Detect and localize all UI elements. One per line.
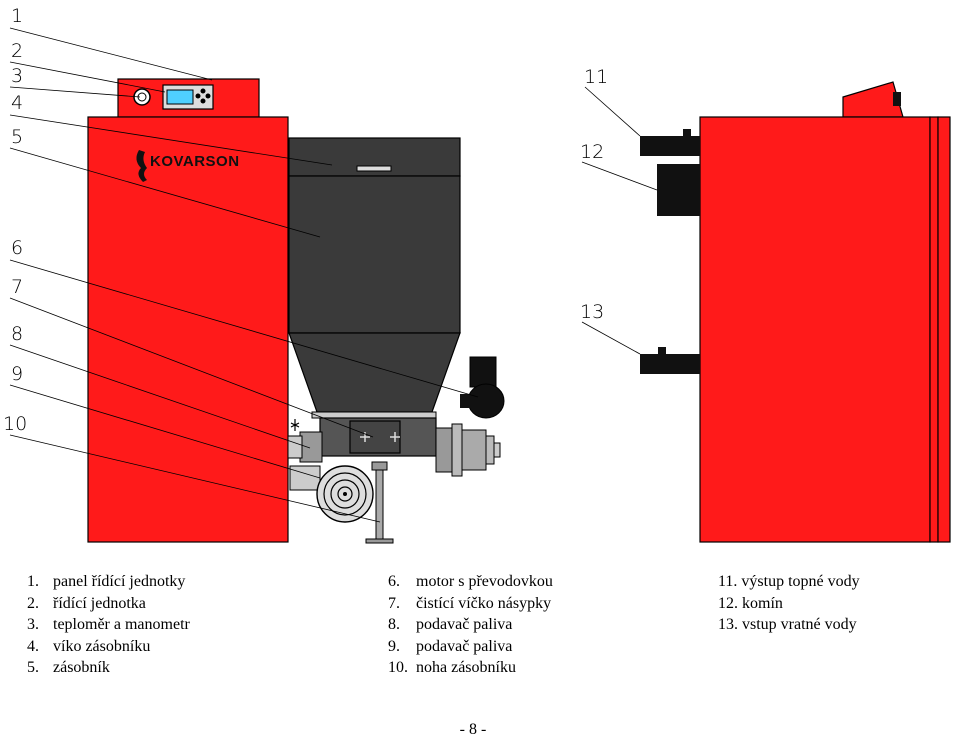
callout-2: 2 <box>11 40 23 62</box>
legend-item: 4.víko zásobníku <box>27 637 151 655</box>
hopper-leg <box>375 461 384 540</box>
boiler-technical-drawing: KOVARSON <box>3 5 951 544</box>
heating-water-outlet <box>640 136 700 156</box>
legend-item: 10.noha zásobníku <box>388 659 516 677</box>
callout-8: 8 <box>11 323 23 345</box>
callout-1: 1 <box>11 5 23 27</box>
legend-item: 5.zásobník <box>27 659 110 677</box>
legend-item: 8.podavač paliva <box>388 616 513 634</box>
callout-13: 13 <box>580 301 604 323</box>
return-water-inlet <box>640 354 700 374</box>
legend-item: 7.čistící víčko násypky <box>388 594 552 612</box>
callout-3: 3 <box>11 65 23 87</box>
callout-10: 10 <box>3 413 27 435</box>
legend-column-2: 6.motor s převodovkou 7.čistící víčko ná… <box>388 571 553 679</box>
callout-11: 11 <box>584 66 608 88</box>
leader-lines <box>9 27 658 523</box>
callout-12: 12 <box>580 141 604 163</box>
callout-numbers: 1 2 3 4 5 6 7 8 9 10 11 12 13 <box>3 5 608 435</box>
legend-item: 11.výstup topné vody <box>718 573 860 590</box>
gear-motor <box>469 356 497 388</box>
boiler-body-front <box>87 116 289 543</box>
page-number: - 8 - <box>459 721 487 738</box>
hopper-container <box>288 175 461 334</box>
callout-4: 4 <box>11 92 23 114</box>
legend-item: 3.teploměr a manometr <box>27 616 190 634</box>
thermometer-manometer-gauge <box>133 88 151 106</box>
legend-item: 13.vstup vratné vody <box>718 616 857 634</box>
callout-7: 7 <box>11 276 23 298</box>
hopper-funnel <box>288 332 461 413</box>
legend-item: 12.komín <box>718 594 783 612</box>
brand-logo: KOVARSON <box>136 150 239 182</box>
callout-9: 9 <box>11 363 23 385</box>
chimney <box>657 164 700 216</box>
legend-column-3: 11.výstup topné vody 12.komín 13.vstup v… <box>718 571 860 636</box>
callout-6: 6 <box>11 237 23 259</box>
legend-item: 2.řídící jednotka <box>27 594 146 612</box>
legend-item: 6.motor s převodovkou <box>388 573 553 590</box>
legend-column-1: 1.panel řídící jednotky 2.řídící jednotk… <box>27 571 190 679</box>
callout-5: 5 <box>11 126 23 148</box>
boiler-body-side <box>699 116 931 543</box>
side-view <box>640 81 951 543</box>
brand-logo-text: KOVARSON <box>150 153 240 170</box>
legend-item: 1.panel řídící jednotky <box>27 573 186 590</box>
legend-item: 9.podavač paliva <box>388 637 513 655</box>
front-view: KOVARSON <box>87 78 505 544</box>
